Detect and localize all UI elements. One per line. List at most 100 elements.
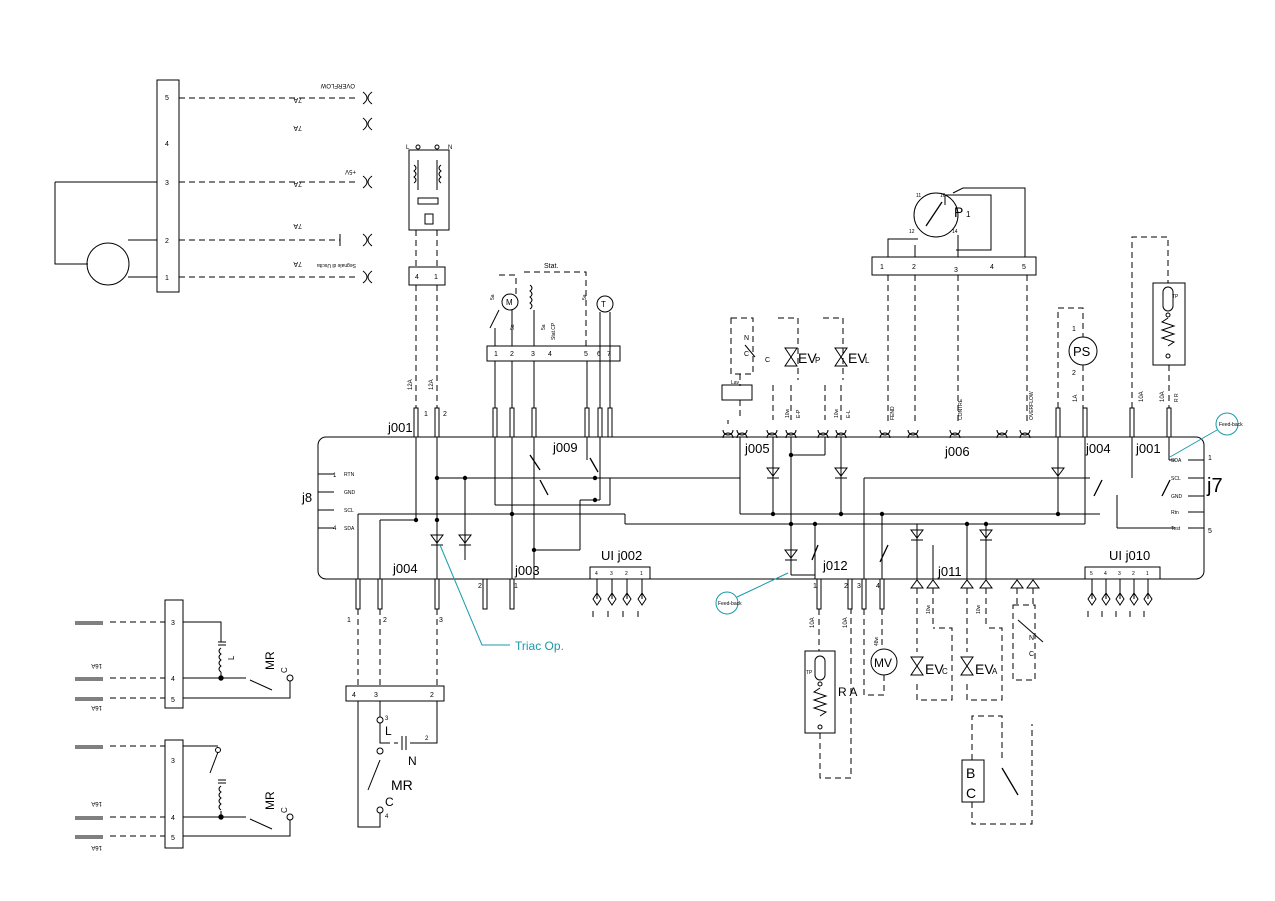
ps-wire: 1A xyxy=(1073,395,1079,402)
mru-pin-3: 3 xyxy=(171,620,175,627)
j010-p2: 2 xyxy=(1132,571,1135,577)
p1-pin-3: 3 xyxy=(954,267,958,274)
board-traces xyxy=(357,437,1175,579)
p1-wire-contre: CONTRE xyxy=(958,398,964,420)
j8-num-4: 4 xyxy=(333,526,337,532)
j002-p2: 2 xyxy=(625,571,628,577)
p1-c12: 12 xyxy=(909,229,915,235)
evc-10w: 10w xyxy=(926,604,932,614)
door-lock-pin-4: 4 xyxy=(415,274,419,281)
mr-block-upper: 3 4 5 16A 16A MR C L xyxy=(75,599,294,710)
label-j002: UI j002 xyxy=(601,548,642,563)
nc-n-bottom: N xyxy=(1029,635,1034,642)
mg-pin-6: 6 xyxy=(597,351,601,358)
mrl-pin-4: 4 xyxy=(352,692,356,699)
mrb-pin-5: 5 xyxy=(171,835,175,842)
ltb-signal-label: Segnale di Uscita xyxy=(317,262,356,268)
valve-group-top: EV P EV L Lav E-P E-L 10w 10w N C C xyxy=(721,317,870,420)
label-j8: j8 xyxy=(301,490,312,505)
ltb-pin-3: 3 xyxy=(165,180,169,187)
j8-pins: 1 4 RTN GND SCL SDA xyxy=(318,472,356,532)
rr-label: R R xyxy=(1174,393,1180,402)
label-j010: UI j010 xyxy=(1109,548,1150,563)
mrl-num-2: 2 xyxy=(425,736,429,742)
evc-sub: C xyxy=(942,667,948,676)
label-j004-bottom: j004 xyxy=(392,561,418,576)
door-lock-pin-1: 1 xyxy=(434,274,438,281)
p1-c14: 14 xyxy=(952,229,958,235)
left-terminal-block: 5 4 3 2 1 7A 7A 7A 7A 7A OVERFLOW +5V Se… xyxy=(54,79,373,293)
bc-unit: B C xyxy=(961,715,1033,825)
feedback-left-text: Feed-back xyxy=(718,601,742,607)
mg-pin-7: 7 xyxy=(607,351,611,358)
mru-l: L xyxy=(227,655,236,660)
mrb-mr: MR xyxy=(263,791,277,810)
triac-symbols xyxy=(430,467,1065,561)
j012-bot-4: 4 xyxy=(876,583,880,590)
crimp-connectors xyxy=(722,420,1031,439)
j004-bot-2: 2 xyxy=(383,617,387,624)
j7-pins: 1 SDA SCL GND Rtn Test 5 xyxy=(1171,455,1212,535)
j8-label-sda: SDA xyxy=(344,526,355,532)
mg-pin-5: 5 xyxy=(584,351,588,358)
j004-bot-1: 1 xyxy=(347,617,351,624)
label-j001-left: j001 xyxy=(387,420,413,435)
j8-num-1: 1 xyxy=(333,473,337,479)
j7-top: 1 xyxy=(1208,455,1212,462)
p1-label: P xyxy=(954,204,963,220)
mrb-c: C xyxy=(280,807,289,813)
mrl-pin-3: 3 xyxy=(374,692,378,699)
door-lock-l: L xyxy=(406,145,410,151)
mg-side-5: 5a xyxy=(582,294,588,300)
evp-10w: 10w xyxy=(785,408,791,418)
j010-p1: 1 xyxy=(1146,571,1149,577)
ps-pin-2: 2 xyxy=(1072,370,1076,377)
door-wire-1: 12A xyxy=(408,379,414,390)
p1-c11: 11 xyxy=(916,193,921,199)
mg-motor: M xyxy=(506,298,513,307)
ltb-wire-4: 7A xyxy=(293,222,302,229)
mrl-n: N xyxy=(408,754,417,768)
mg-side-2: 5a xyxy=(510,324,516,330)
j011-terminals xyxy=(910,579,1040,589)
ltb-wire-1: 7A xyxy=(293,96,302,103)
ltb-wire-5: 7A xyxy=(293,260,302,267)
label-j7: j7 xyxy=(1206,475,1223,497)
j012-bot-1: 1 xyxy=(813,583,817,590)
j7-scl: SCL xyxy=(1171,476,1181,482)
rr-tp: TP xyxy=(1172,294,1179,300)
mru-wire-1: 16A xyxy=(91,662,102,668)
nc-c2-top: C xyxy=(765,357,770,364)
rr-wire-2: 10A xyxy=(1160,391,1166,402)
j003-bot-1: 1 xyxy=(514,583,518,590)
j012-bot-3: 3 xyxy=(857,583,861,590)
pressostat: P 1 11 16 12 14 1 2 3 4 5 FEND CONTRE OV… xyxy=(871,187,1037,425)
ltb-pin-1: 1 xyxy=(165,275,169,282)
bc-label: B xyxy=(966,765,975,781)
nc-n-top: N xyxy=(744,335,749,342)
ra-wire-2: 10A xyxy=(843,617,849,628)
evp-wire: E-P xyxy=(796,409,802,418)
j7-gnd: GND xyxy=(1171,494,1183,500)
label-j009: j009 xyxy=(552,440,578,455)
pin-j001-1: 1 xyxy=(424,411,428,418)
j7-rtn: Rtn xyxy=(1171,510,1179,516)
p1-pin-4: 4 xyxy=(990,264,994,271)
nc-c-top: C xyxy=(744,351,749,358)
triac-text: Triac Op. xyxy=(515,639,564,653)
mrl-pin-2: 2 xyxy=(430,692,434,699)
p1-pin-5: 5 xyxy=(1022,264,1026,271)
mg-pin-2: 2 xyxy=(510,351,514,358)
lav-label: Lav xyxy=(731,380,740,386)
mr-block-lower: 3 4 5 16A 16A MR C xyxy=(75,739,294,850)
mrl-num-4: 4 xyxy=(385,814,389,820)
pin-j001-2: 2 xyxy=(443,411,447,418)
j002-p4: 4 xyxy=(595,571,598,577)
heater-ra: TP 10A 10A R A xyxy=(804,609,857,779)
j012-bot-2: 2 xyxy=(844,583,848,590)
door-lock-n: N xyxy=(448,145,452,151)
top-pins xyxy=(413,407,1172,438)
mr-lower: 4 3 2 3 2 4 L N MR C xyxy=(345,609,445,828)
mru-pin-5: 5 xyxy=(171,697,175,704)
